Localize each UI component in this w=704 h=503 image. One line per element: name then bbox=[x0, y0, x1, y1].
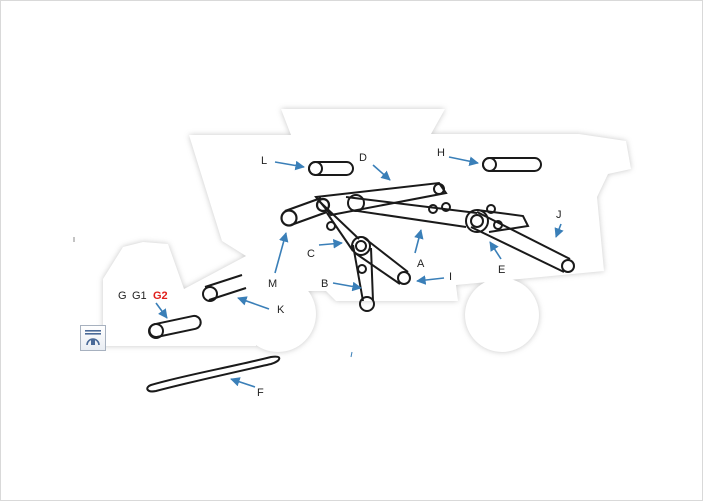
stray-mark-bottom bbox=[350, 351, 353, 358]
label-g: G bbox=[118, 290, 127, 302]
label-m: M bbox=[268, 278, 277, 290]
label-j: J bbox=[556, 209, 562, 221]
arrow-f bbox=[230, 377, 256, 388]
belt-j bbox=[470, 211, 575, 273]
belt-m bbox=[280, 196, 331, 227]
label-i: I bbox=[449, 271, 452, 283]
label-e: E bbox=[498, 264, 505, 276]
belt-h bbox=[482, 157, 542, 172]
belt-k bbox=[202, 274, 247, 302]
label-k: K bbox=[277, 304, 285, 316]
layout-options-icon[interactable] bbox=[80, 325, 106, 351]
belt-b-i bbox=[318, 200, 411, 312]
belt-l bbox=[308, 161, 354, 176]
label-l: L bbox=[261, 155, 267, 167]
arrow-e bbox=[489, 241, 502, 260]
label-d: D bbox=[359, 152, 367, 164]
harvester-silhouette bbox=[103, 109, 631, 352]
arrow-d bbox=[372, 164, 391, 181]
arrow-h bbox=[448, 156, 479, 166]
arrow-m bbox=[274, 232, 289, 274]
belt-g bbox=[148, 314, 202, 339]
label-a: A bbox=[417, 258, 425, 270]
label-h: H bbox=[437, 147, 445, 159]
arrow-j bbox=[554, 223, 564, 238]
arrow-i bbox=[416, 275, 445, 285]
label-g1: G1 bbox=[132, 290, 147, 302]
label-b: B bbox=[321, 278, 328, 290]
arrow-c bbox=[318, 238, 343, 249]
label-f: F bbox=[257, 387, 264, 399]
arrow-g2 bbox=[155, 302, 168, 319]
label-g2: G2 bbox=[153, 290, 168, 302]
arrow-a bbox=[414, 229, 424, 254]
arrow-l bbox=[274, 160, 305, 171]
belt-f bbox=[146, 355, 281, 393]
arrow-b bbox=[332, 281, 362, 292]
arrow-k bbox=[237, 296, 270, 310]
layout-options-glyph bbox=[85, 330, 101, 346]
label-c: C bbox=[307, 248, 315, 260]
belt-a bbox=[345, 196, 530, 233]
